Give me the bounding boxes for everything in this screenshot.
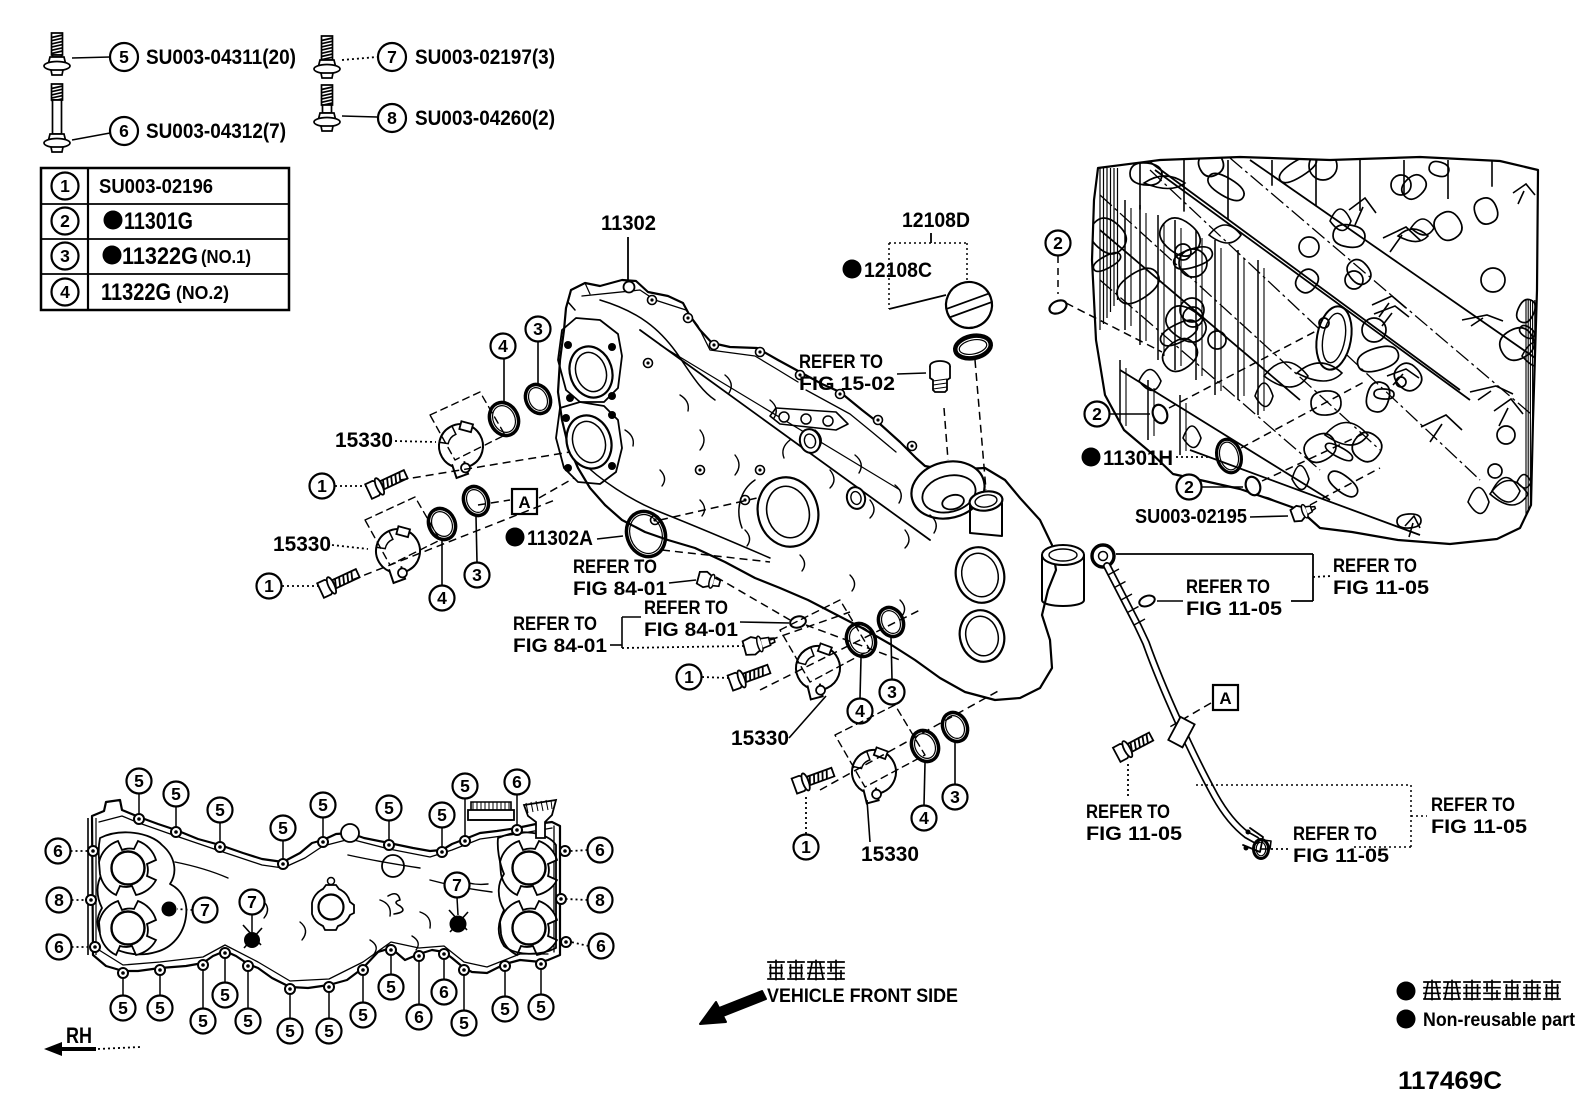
svg-text:4: 4 [60,282,70,302]
svg-text:6: 6 [54,937,64,957]
svg-text:15330: 15330 [335,429,393,452]
svg-text:REFER TO: REFER TO [644,598,728,619]
svg-text:6: 6 [414,1007,424,1027]
svg-text:5: 5 [215,800,225,820]
svg-text:5: 5 [285,1021,295,1041]
svg-text:8: 8 [595,890,605,910]
svg-text:5: 5 [459,1013,469,1033]
svg-text:4: 4 [855,701,865,721]
svg-text:REFER TO: REFER TO [1186,577,1270,598]
svg-text:3: 3 [887,682,897,702]
svg-text:REFER TO: REFER TO [1293,824,1377,845]
svg-text:1: 1 [684,667,694,687]
svg-text:2: 2 [1184,477,1194,497]
svg-text:5: 5 [155,998,165,1018]
svg-text:FIG 84-01: FIG 84-01 [513,636,607,657]
svg-text:11301H: 11301H [1103,447,1173,470]
svg-text:5: 5 [278,818,288,838]
svg-text:5: 5 [171,784,181,804]
svg-text:Non-reusable part: Non-reusable part [1423,1010,1576,1031]
svg-text:FIG 11-05: FIG 11-05 [1333,578,1429,599]
svg-text:11302: 11302 [601,212,656,235]
svg-text:6: 6 [119,121,129,141]
svg-text:5: 5 [134,771,144,791]
svg-text:4: 4 [919,808,929,828]
svg-text:1: 1 [801,837,811,857]
svg-text:5: 5 [386,977,396,997]
svg-text:4: 4 [437,588,447,608]
svg-text:6: 6 [596,936,606,956]
svg-text:3: 3 [60,246,70,266]
svg-text:12108C: 12108C [864,259,932,282]
svg-text:SU003-04312(7): SU003-04312(7) [146,120,286,143]
svg-text:SU003-02196: SU003-02196 [99,176,213,198]
svg-text:4: 4 [498,336,508,356]
svg-text:5: 5 [384,798,394,818]
svg-text:1: 1 [60,176,70,196]
svg-text:(NO.2): (NO.2) [176,283,229,303]
svg-text:2: 2 [1092,404,1102,424]
svg-text:5: 5 [198,1011,208,1031]
svg-text:FIG 84-01: FIG 84-01 [644,620,738,641]
svg-text:SU003-04260(2): SU003-04260(2) [415,107,555,130]
svg-text:12108D: 12108D [902,209,970,232]
svg-text:VEHICLE FRONT SIDE: VEHICLE FRONT SIDE [767,986,958,1007]
svg-text:6: 6 [439,982,449,1002]
svg-text:3: 3 [950,787,960,807]
svg-text:5: 5 [358,1005,368,1025]
svg-text:REFER TO: REFER TO [513,614,597,635]
svg-text:5: 5 [118,998,128,1018]
svg-text:11322G: 11322G [122,243,198,270]
svg-text:11301G: 11301G [124,208,193,235]
svg-text:SU003-02195: SU003-02195 [1135,506,1247,528]
svg-text:5: 5 [243,1011,253,1031]
svg-text:FIG 11-05: FIG 11-05 [1293,846,1389,867]
svg-text:A: A [1219,689,1231,708]
svg-text:1: 1 [317,476,327,496]
svg-text:2: 2 [60,211,70,231]
svg-text:15330: 15330 [731,727,789,750]
svg-text:REFER TO: REFER TO [799,352,883,373]
svg-text:RH: RH [66,1023,92,1048]
svg-text:11302A: 11302A [527,527,593,550]
svg-text:8: 8 [54,890,64,910]
svg-text:5: 5 [119,47,129,67]
svg-text:(NO.1): (NO.1) [201,247,251,267]
svg-text:7: 7 [200,900,210,920]
svg-text:15330: 15330 [861,843,919,866]
svg-text:A: A [518,493,530,512]
svg-text:6: 6 [53,841,63,861]
svg-text:5: 5 [437,805,447,825]
svg-text:2: 2 [1053,233,1063,253]
svg-text:117469C: 117469C [1398,1067,1502,1095]
svg-text:5: 5 [324,1021,334,1041]
svg-text:FIG 84-01: FIG 84-01 [573,579,667,600]
svg-text:7: 7 [452,875,462,895]
svg-text:REFER TO: REFER TO [1086,802,1170,823]
svg-text:SU003-04311(20): SU003-04311(20) [146,46,296,69]
svg-text:FIG 11-05: FIG 11-05 [1431,817,1527,838]
svg-text:1: 1 [264,576,274,596]
svg-text:REFER TO: REFER TO [1431,795,1515,816]
svg-text:6: 6 [512,772,522,792]
svg-text:5: 5 [220,985,230,1005]
svg-text:REFER TO: REFER TO [1333,556,1417,577]
svg-text:FIG 15-02: FIG 15-02 [799,374,895,395]
svg-text:5: 5 [460,776,470,796]
svg-text:7: 7 [387,47,397,67]
svg-text:6: 6 [595,840,605,860]
svg-text:3: 3 [472,565,482,585]
svg-text:5: 5 [536,997,546,1017]
svg-text:15330: 15330 [273,533,331,556]
svg-text:11322G: 11322G [101,279,171,306]
svg-text:FIG 11-05: FIG 11-05 [1186,599,1282,620]
svg-text:3: 3 [533,319,543,339]
svg-text:5: 5 [318,795,328,815]
svg-text:7: 7 [247,892,257,912]
svg-text:8: 8 [387,108,397,128]
svg-text:SU003-02197(3): SU003-02197(3) [415,46,555,69]
svg-text:REFER TO: REFER TO [573,557,657,578]
svg-text:FIG 11-05: FIG 11-05 [1086,824,1182,845]
svg-text:5: 5 [500,999,510,1019]
